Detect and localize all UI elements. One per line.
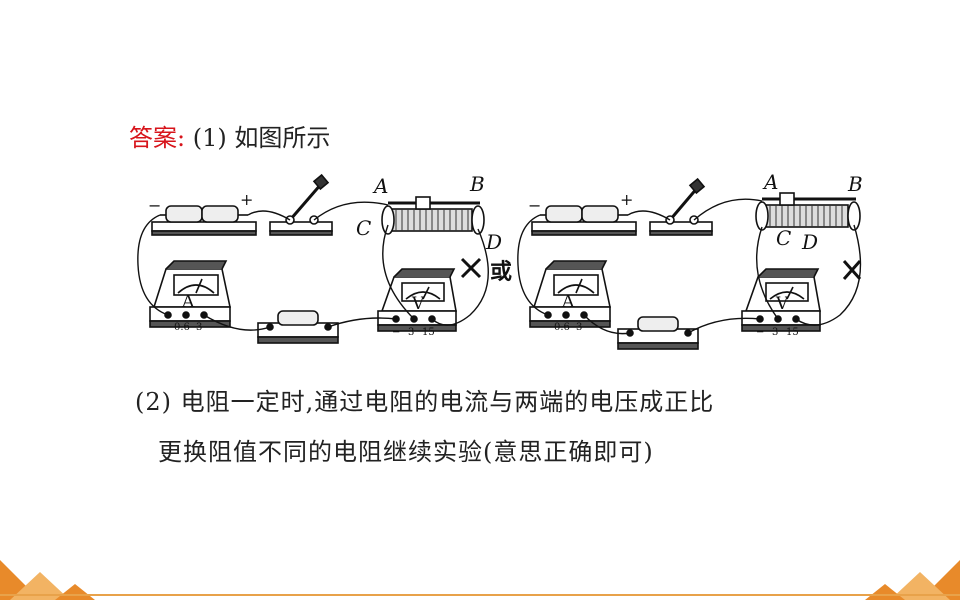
circuit-left: − + A B C D xyxy=(137,172,502,344)
wires-right xyxy=(517,198,862,335)
voltmeter-terminal-minus-right: − xyxy=(756,327,764,338)
battery-plus-right: + xyxy=(620,190,633,209)
cross-mark-left xyxy=(460,257,482,279)
switch-left xyxy=(269,173,333,236)
wires-left xyxy=(137,201,489,331)
ammeter-terminal-3-left: 3 xyxy=(196,322,202,333)
ammeter-terminal-minus-left: − xyxy=(162,322,170,333)
label-b-left: B xyxy=(469,172,485,196)
or-text: 或 xyxy=(490,259,512,285)
battery-plus: + xyxy=(240,190,253,209)
answer-part2-line1: (2) 电阻一定时,通过电阻的电流与两端的电压成正比 xyxy=(135,388,715,416)
ammeter-right: A − 0.6 3 xyxy=(529,260,611,333)
ammeter-terminal-3-right: 3 xyxy=(576,322,582,333)
battery-left: − + xyxy=(148,190,257,236)
label-c-right: C xyxy=(776,226,791,250)
bottom-rule xyxy=(0,594,960,596)
voltmeter-letter-left: V xyxy=(411,294,425,314)
answer-part1: 答案: (1) 如图所示 xyxy=(129,118,330,153)
voltmeter-terminal-3-right: 3 xyxy=(772,327,778,338)
ammeter-letter-right: A xyxy=(561,292,575,312)
voltmeter-right: V − 3 15 xyxy=(741,268,821,338)
ammeter-letter-left: A xyxy=(181,292,195,312)
resistor-left xyxy=(257,310,339,344)
voltmeter-left: V − 3 15 xyxy=(377,268,457,338)
label-a-left: A xyxy=(372,174,388,198)
battery-minus-right: − xyxy=(528,196,541,215)
bottom-left-decoration xyxy=(0,560,95,600)
voltmeter-terminal-15-right: 15 xyxy=(786,327,799,338)
cross-mark-right xyxy=(842,260,862,280)
voltmeter-terminal-15-left: 15 xyxy=(422,327,435,338)
label-d-right: D xyxy=(801,230,818,254)
battery-right: − + xyxy=(528,190,637,236)
switch-right xyxy=(649,177,713,236)
label-d-left: D xyxy=(485,230,502,254)
bottom-right-decoration xyxy=(865,560,960,600)
ammeter-left: A − 0.6 3 xyxy=(149,260,231,333)
label-c-left: C xyxy=(356,216,371,240)
resistor-right xyxy=(617,316,699,350)
rheostat-right xyxy=(755,192,861,231)
label-b-right: B xyxy=(847,172,863,196)
ammeter-terminal-minus-right: − xyxy=(542,322,550,333)
voltmeter-letter-right: V xyxy=(775,294,789,314)
voltmeter-terminal-3-left: 3 xyxy=(408,327,414,338)
ammeter-terminal-06-left: 0.6 xyxy=(174,322,190,333)
rheostat-left xyxy=(381,196,485,235)
label-a-right: A xyxy=(762,170,778,194)
answer-part2-line2: 更换阻值不同的电阻继续实验(意思正确即可) xyxy=(158,438,654,466)
ammeter-terminal-06-right: 0.6 xyxy=(554,322,570,333)
answer-label: 答案: xyxy=(129,124,186,152)
answer-part1-text: (1) 如图所示 xyxy=(192,124,331,152)
voltmeter-terminal-minus-left: − xyxy=(392,327,400,338)
circuit-right: − + A B C D xyxy=(517,170,863,350)
battery-minus: − xyxy=(148,196,161,215)
circuit-diagrams: − + A B C D xyxy=(137,170,863,350)
